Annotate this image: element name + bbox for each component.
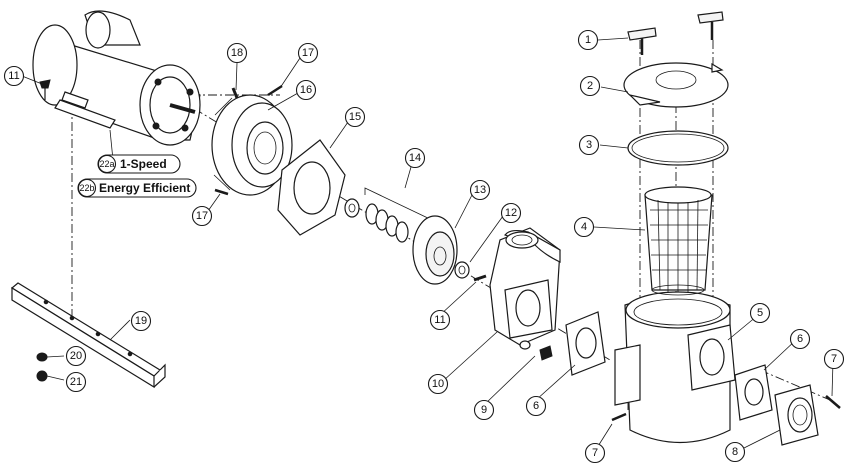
leader-lines (21, 37, 834, 452)
motor (32, 10, 201, 146)
diffuser-spring (344, 187, 433, 243)
hardware-screws (39, 79, 841, 422)
svg-text:11: 11 (8, 70, 19, 82)
svg-text:10: 10 (432, 378, 444, 390)
strainer-pot (614, 291, 736, 443)
svg-text:17: 17 (302, 47, 314, 59)
gasket-6-left (565, 311, 606, 376)
callout-10: 10 (427, 373, 449, 395)
svg-text:21: 21 (70, 376, 82, 388)
motor-variant-1-speed: 22a 1-Speed (97, 154, 181, 174)
motor-base-rail (10, 282, 166, 389)
variant-label: Energy Efficient (99, 181, 190, 195)
callout-20: 20 (65, 345, 87, 367)
seal-plate (211, 94, 293, 196)
svg-text:12: 12 (505, 207, 517, 219)
variant-code: 22b (79, 183, 94, 193)
svg-text:18: 18 (231, 47, 243, 59)
callout-11-top: 11 (3, 65, 25, 87)
callout-7-right: 7 (823, 348, 845, 370)
svg-text:1: 1 (585, 34, 591, 46)
callout-16: 16 (295, 79, 317, 101)
svg-text:7: 7 (592, 447, 598, 459)
svg-text:6: 6 (797, 333, 803, 345)
callout-15: 15 (344, 106, 366, 128)
svg-text:7: 7 (831, 353, 837, 365)
svg-text:20: 20 (70, 350, 82, 362)
svg-text:4: 4 (581, 221, 587, 233)
svg-text:14: 14 (409, 152, 421, 164)
variant-label: 1-Speed (120, 157, 167, 171)
callout-17-top: 17 (297, 42, 319, 64)
svg-text:13: 13 (474, 184, 486, 196)
gasket-15 (277, 139, 346, 236)
callout-8: 8 (724, 441, 746, 463)
callout-18: 18 (226, 42, 248, 64)
svg-text:19: 19 (135, 315, 147, 327)
svg-text:9: 9 (481, 404, 487, 416)
callout-4: 4 (573, 216, 595, 238)
callout-2: 2 (579, 75, 601, 97)
callout-5: 5 (749, 302, 771, 324)
svg-text:6: 6 (533, 400, 539, 412)
strainer-lid (623, 62, 729, 108)
svg-text:3: 3 (586, 139, 592, 151)
callout-6-right: 6 (789, 328, 811, 350)
gasket-6-right (734, 364, 773, 421)
callout-11-right: 11 (429, 309, 451, 331)
callout-9: 9 (473, 399, 495, 421)
motor-variant-energy-efficient: 22b Energy Efficient (77, 178, 197, 198)
callout-3: 3 (578, 134, 600, 156)
svg-text:2: 2 (587, 80, 593, 92)
lid-knobs (627, 11, 724, 55)
callout-12: 12 (500, 202, 522, 224)
base-hardware (36, 352, 48, 382)
union-adapter (774, 384, 819, 446)
callout-19: 19 (130, 310, 152, 332)
svg-text:16: 16 (300, 84, 312, 96)
pump-housing (489, 227, 561, 350)
callout-1: 1 (577, 29, 599, 51)
o-ring-12 (454, 261, 470, 279)
callout-7-bottom: 7 (584, 442, 606, 464)
impeller (412, 215, 458, 285)
svg-text:11: 11 (434, 314, 445, 326)
variant-code: 22a (99, 159, 114, 169)
svg-text:17: 17 (196, 210, 208, 222)
svg-text:5: 5 (757, 307, 763, 319)
callout-6-left: 6 (525, 395, 547, 417)
callout-17-bottom: 17 (191, 205, 213, 227)
strainer-basket (644, 186, 713, 296)
callout-13: 13 (469, 179, 491, 201)
callout-14: 14 (404, 147, 426, 169)
svg-text:8: 8 (732, 446, 738, 458)
callout-21: 21 (65, 371, 87, 393)
o-ring-3 (627, 130, 729, 166)
svg-text:15: 15 (349, 111, 361, 123)
